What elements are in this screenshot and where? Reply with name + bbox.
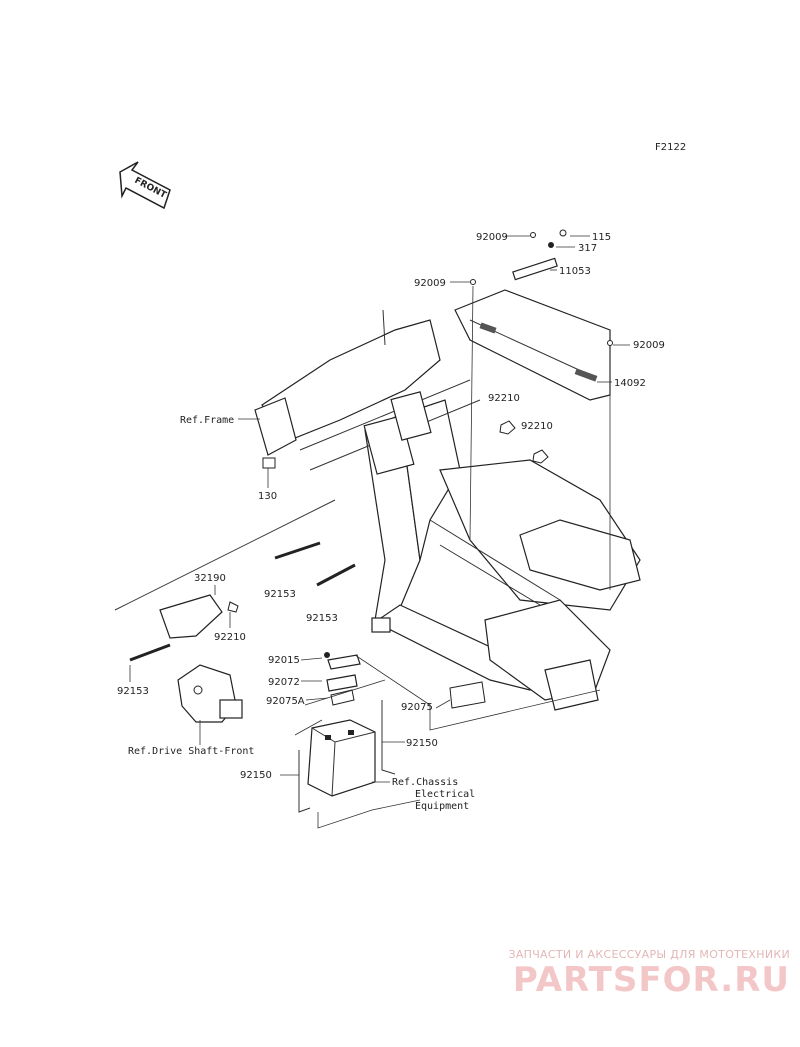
part-label-92153: 92153 [264, 589, 296, 600]
part-label-92015: 92015 [268, 655, 300, 666]
leader-lines [129, 235, 630, 829]
watermark: ЗАПЧАСТИ И АКСЕССУАРЫ ДЛЯ МОТОТЕХНИКИ PA… [470, 948, 790, 999]
part-label-14092: 14092 [614, 378, 646, 389]
frame-assembly [254, 309, 641, 711]
bolt-92153-a [274, 541, 321, 560]
part-label-92150: 92150 [406, 738, 438, 749]
bolt-92153-b [316, 563, 356, 587]
ref-chassis-label-equipment: Equipment [415, 801, 469, 812]
part-label-11053: 11053 [559, 266, 591, 277]
drive-shaft-front [177, 664, 243, 723]
part-label-92210: 92210 [488, 393, 520, 404]
part-label-92075: 92075 [401, 702, 433, 713]
watermark-tagline: ЗАПЧАСТИ И АКСЕССУАРЫ ДЛЯ МОТОТЕХНИКИ [508, 948, 790, 961]
rod-92150-right [381, 700, 396, 775]
ref-drive-shaft-label: Ref.Drive Shaft-Front [128, 746, 254, 757]
part-label-32190: 32190 [194, 573, 226, 584]
nut-92210-a [499, 420, 516, 435]
bracket-32190 [159, 594, 239, 639]
cover-plate-14092 [454, 289, 611, 401]
ref-chassis-label: Ref.Chassis [392, 777, 458, 788]
pad-92075 [449, 681, 486, 709]
ref-chassis-label-electrical: Electrical [415, 789, 475, 800]
part-label-92153: 92153 [117, 686, 149, 697]
bracket-11053 [470, 229, 613, 346]
bolt-130 [262, 457, 276, 469]
bolt-92153-c [129, 643, 171, 662]
part-label-92075A: 92075A [266, 696, 305, 707]
nut-92210-b [532, 449, 549, 464]
rod-92150-left [298, 750, 311, 813]
watermark-logo: PARTSFOR.RU [512, 960, 790, 1000]
part-label-92153: 92153 [306, 613, 338, 624]
part-label-92150: 92150 [240, 770, 272, 781]
ref-frame-label: Ref.Frame [180, 415, 234, 426]
part-label-92210: 92210 [214, 632, 246, 643]
front-arrow-icon: FRONT [119, 161, 171, 210]
part-label-92210: 92210 [521, 421, 553, 432]
part-label-92009: 92009 [633, 340, 665, 351]
part-label-317: 317 [578, 243, 597, 254]
part-label-92072: 92072 [268, 677, 300, 688]
battery [307, 719, 376, 797]
figure-code: F2122 [655, 142, 686, 153]
battery-holder-group [324, 652, 361, 706]
part-label-115: 115 [592, 232, 611, 243]
part-label-92009: 92009 [476, 232, 508, 243]
part-label-92009: 92009 [414, 278, 446, 289]
part-label-130: 130 [258, 491, 277, 502]
